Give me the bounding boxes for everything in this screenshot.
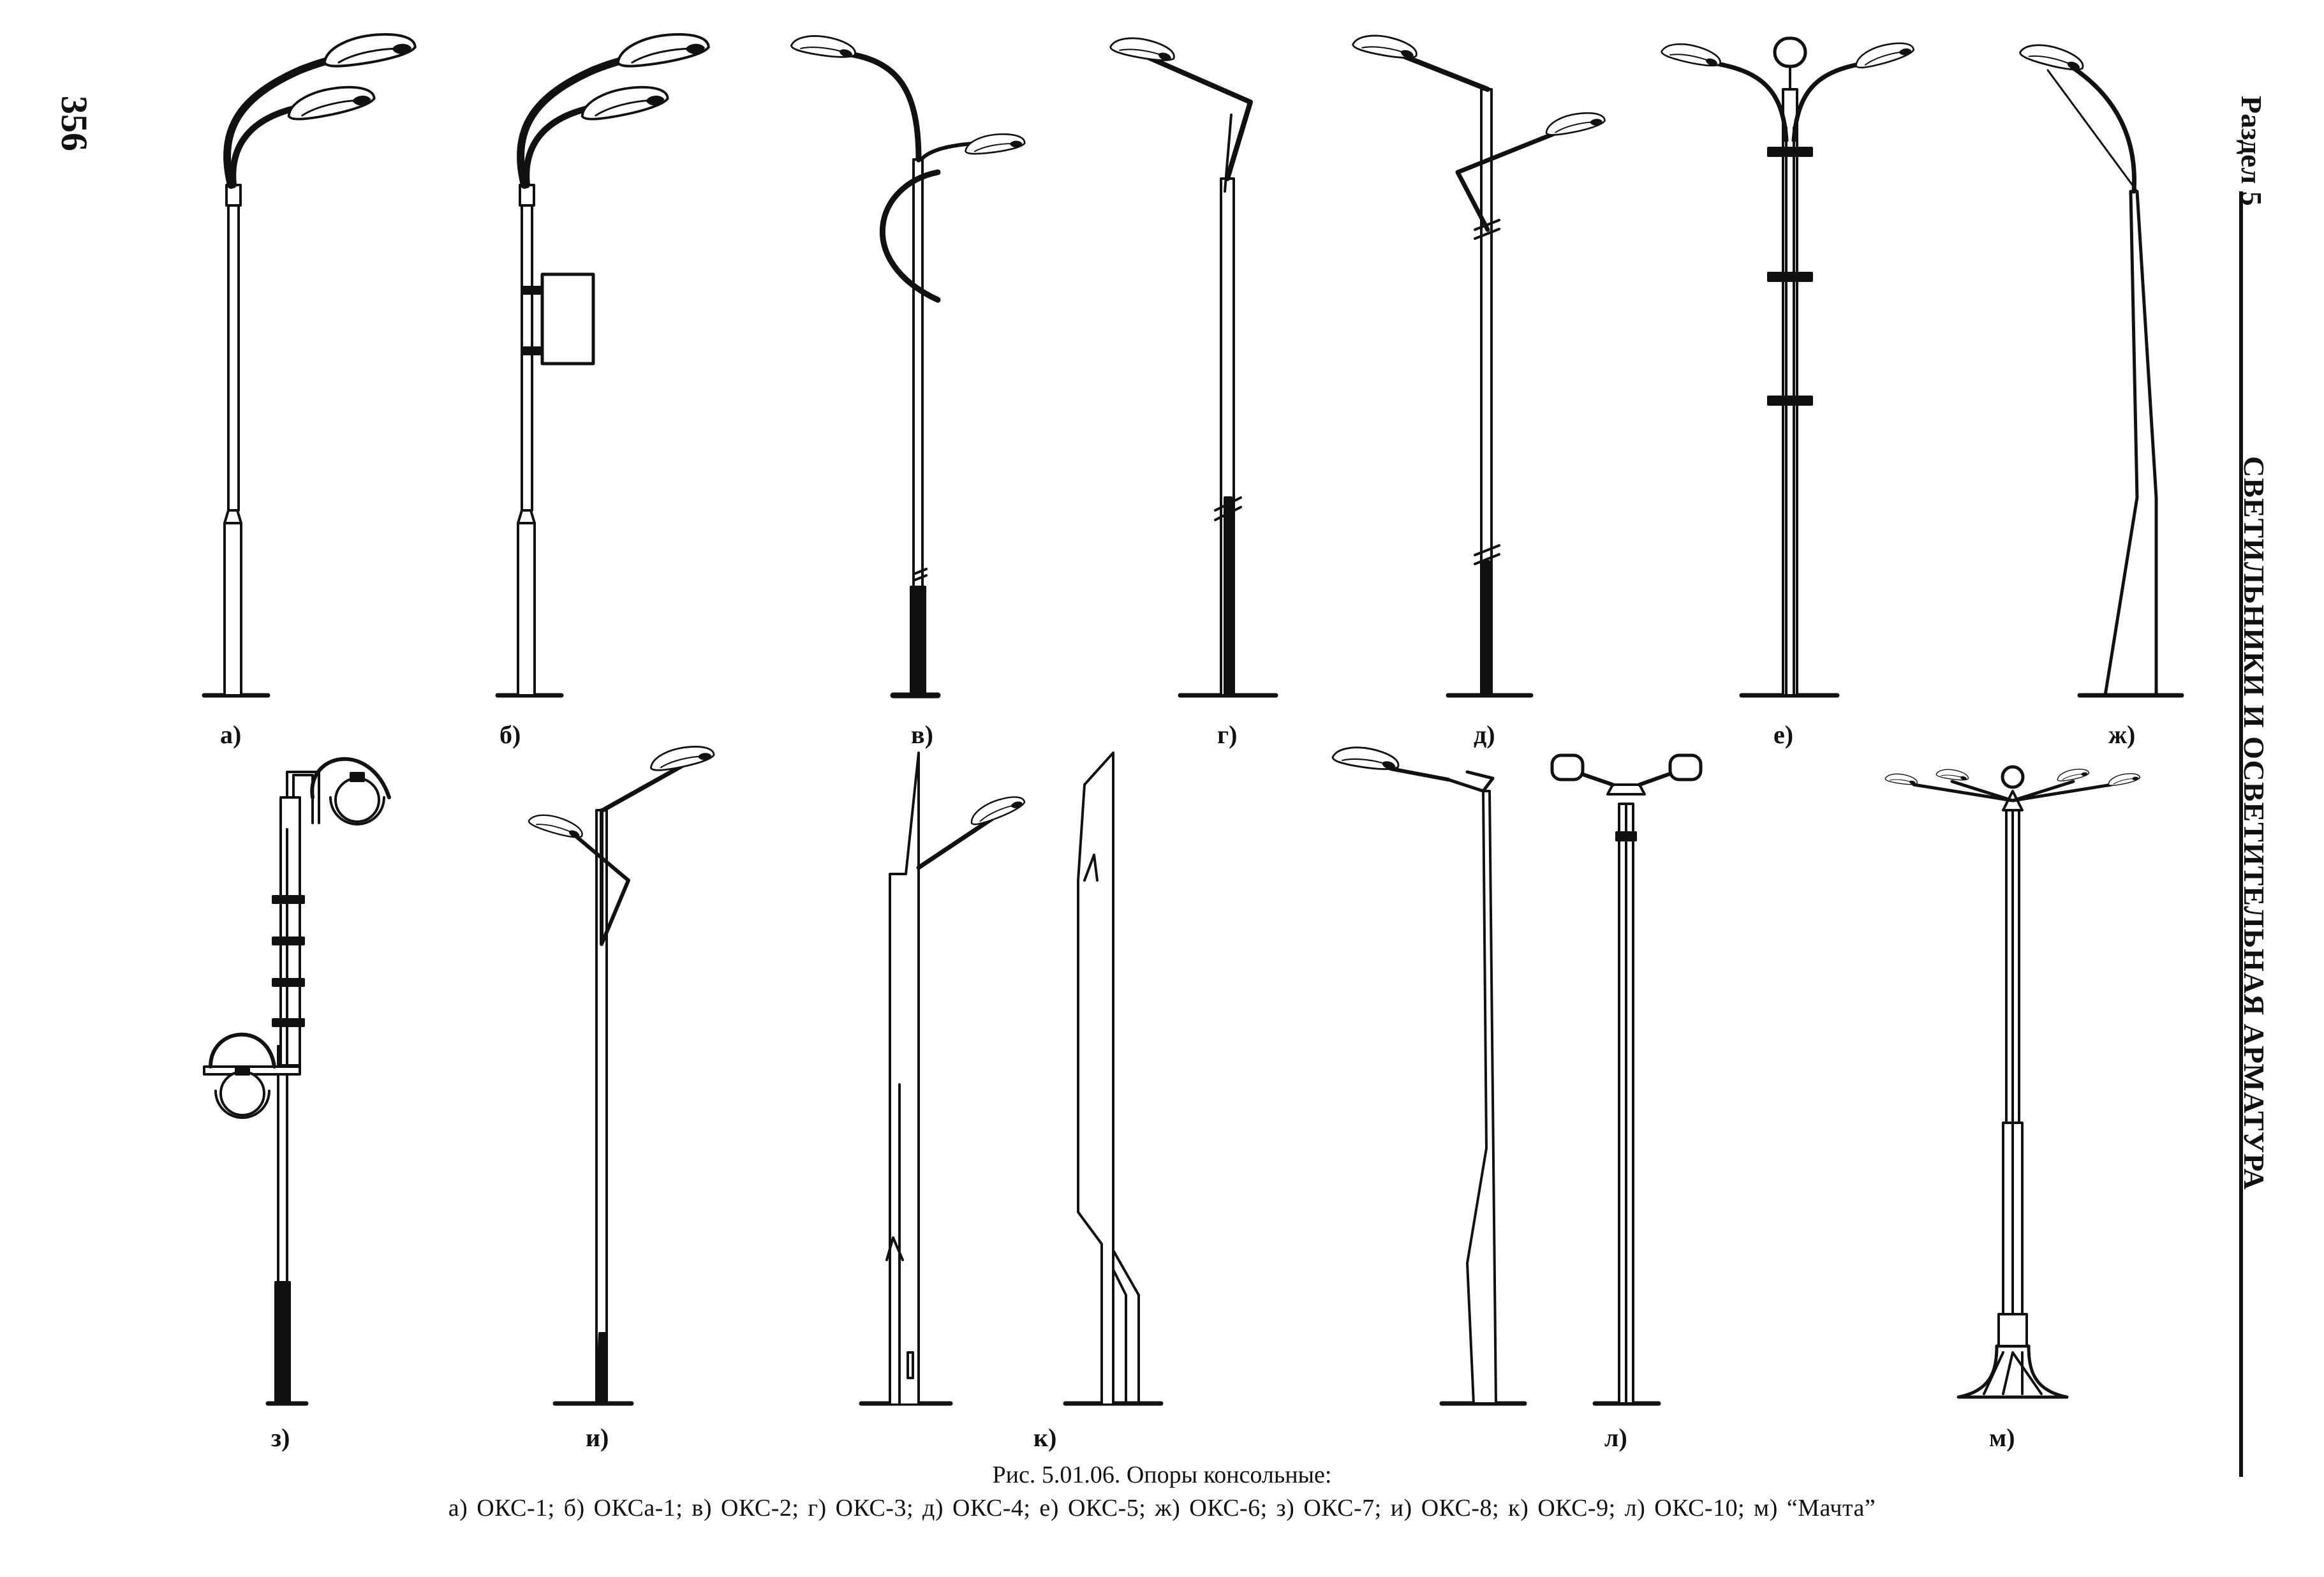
figure-caption-items: а) ОКС-1; б) ОКСа-1; в) ОКС-2; г) ОКС-3;… [448, 1495, 1876, 1521]
page-number: 356 [54, 96, 95, 151]
pole-oks-6 [2018, 38, 2184, 698]
panel-label-e: е) [1773, 720, 1794, 749]
panel-label-z: з) [271, 1423, 290, 1452]
panel-label-l: л) [1604, 1423, 1627, 1452]
pole-oks-1 [202, 28, 418, 698]
pole-oks-9 [859, 751, 1164, 1406]
pole-oks-4 [1351, 29, 1607, 698]
panel-label-k: к) [1033, 1423, 1057, 1452]
panel-label-g: г) [1217, 720, 1238, 749]
panel-label-a: а) [220, 720, 242, 749]
side-rule [2239, 191, 2243, 1477]
panel-label-zh: ж) [2108, 720, 2136, 749]
panel-label-d: д) [1474, 720, 1495, 749]
panel-label-v: в) [911, 720, 933, 749]
section-label: Раздел 5 [2235, 96, 2268, 206]
panel-label-b: б) [500, 720, 521, 749]
panel-label-m: м) [1989, 1423, 2015, 1452]
pole-oks-7 [203, 757, 391, 1406]
pole-oks-3 [1108, 32, 1278, 698]
figure-caption-title: Рис. 5.01.06. Опоры консольные: [992, 1462, 1332, 1488]
pole-mast [1884, 765, 2142, 1399]
pole-oksa-1 [495, 28, 711, 698]
pole-oks-10 [1331, 741, 1703, 1406]
pole-oks-2 [789, 30, 1026, 699]
panel-label-i: и) [586, 1423, 609, 1452]
pole-oks-8 [526, 741, 716, 1406]
pole-oks-5 [1659, 36, 1916, 698]
